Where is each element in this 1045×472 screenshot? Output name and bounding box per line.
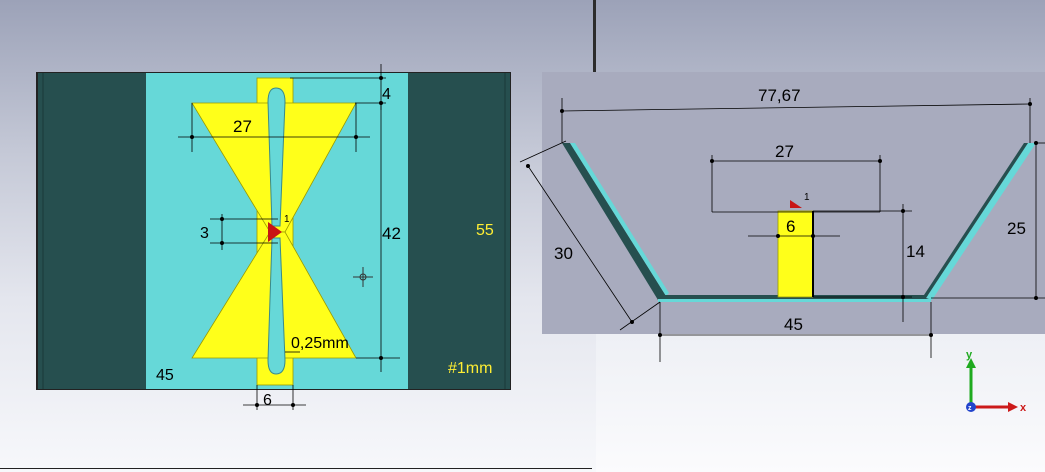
right-wing-dark <box>924 143 1028 298</box>
side-dim-wing-length: 30 <box>554 244 573 263</box>
side-dim-feed-width: 6 <box>786 217 795 236</box>
side-dim-bowtie-width: 27 <box>775 142 794 161</box>
x-axis-label: x <box>1020 402 1027 414</box>
port-number: 1 <box>284 214 290 225</box>
bottom-border <box>0 468 592 469</box>
right-wing-light <box>926 143 1036 300</box>
base-light <box>658 299 931 302</box>
front-view[interactable]: 1 <box>36 64 511 410</box>
side-view[interactable]: 1 <box>519 86 1045 362</box>
z-axis-icon <box>966 402 976 412</box>
dim-top-gap: 4 <box>382 86 391 103</box>
side-feed[interactable] <box>777 210 814 298</box>
dim-bowtie-height: 42 <box>382 224 401 243</box>
left-wing-light <box>570 143 669 296</box>
cursor-crosshair-icon <box>353 267 373 287</box>
side-dim-feed-height: 14 <box>906 242 925 261</box>
thickness-label: #1mm <box>448 360 492 377</box>
side-dim-base-width: 45 <box>784 315 803 334</box>
right-dark-panel <box>408 73 510 389</box>
side-dim-top-span: 77,67 <box>758 86 801 105</box>
y-axis-label: y <box>966 349 973 361</box>
side-port-number: 1 <box>804 192 810 203</box>
z-axis-label: z <box>968 405 972 412</box>
side-port-marker[interactable] <box>790 200 802 208</box>
dim-port-gap: 3 <box>200 225 209 242</box>
dim-feed-width: 6 <box>263 392 272 409</box>
port-marker[interactable] <box>268 222 282 242</box>
dim-bowtie-width: 27 <box>233 117 252 136</box>
substrate-height-label: 55 <box>476 222 494 239</box>
left-dark-panel <box>38 73 146 389</box>
base-dark <box>658 295 931 300</box>
dim-feed-gap: 0,25mm <box>291 335 349 352</box>
left-wing-dark <box>562 143 666 300</box>
side-dim-wing-height: 25 <box>1007 219 1026 238</box>
substrate-width-label: 45 <box>156 367 174 384</box>
slot-upper <box>267 87 286 227</box>
axes-triad: y x z <box>966 349 1027 414</box>
slot-lower <box>267 237 286 375</box>
view-divider <box>593 0 596 72</box>
